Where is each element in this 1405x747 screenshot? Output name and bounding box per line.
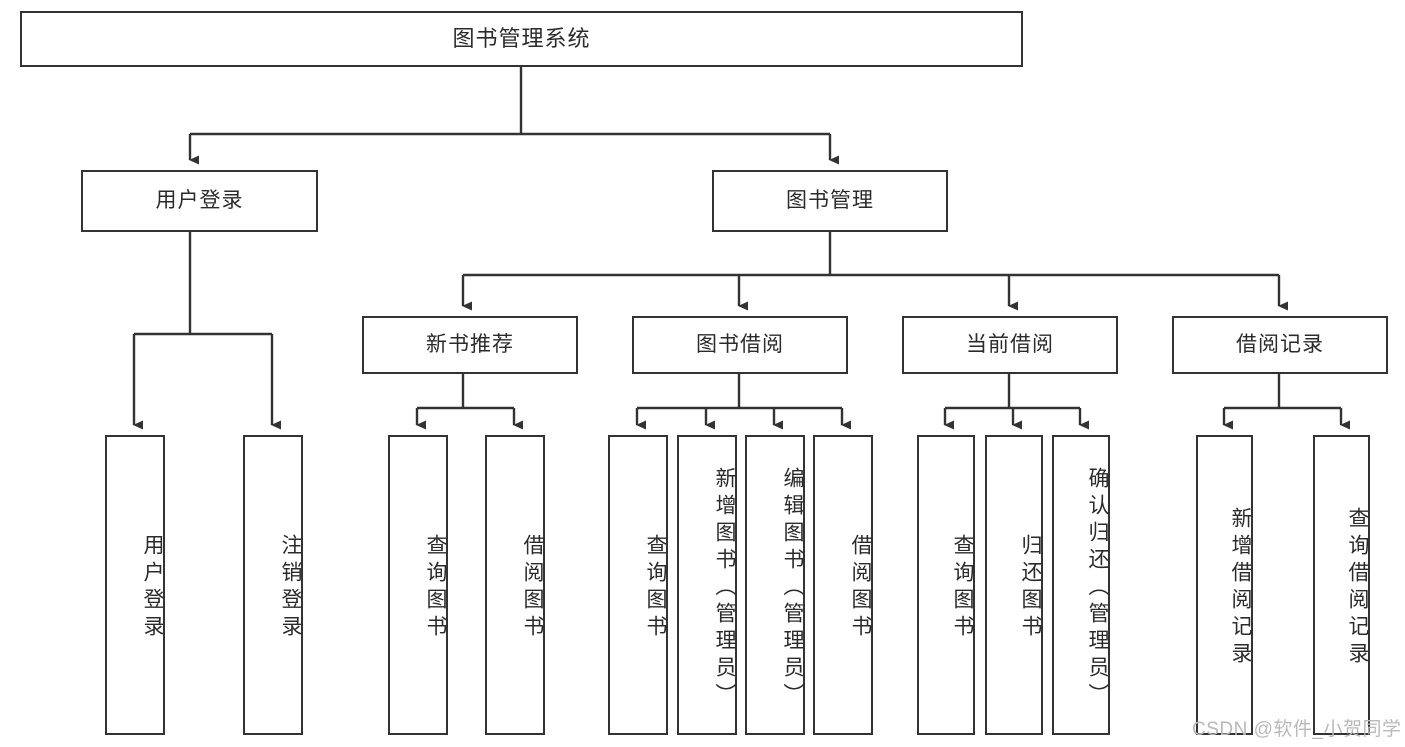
node-leaf-logout-login[interactable]: 注销登录 <box>243 435 303 735</box>
node-root-label: 图书管理系统 <box>452 25 591 51</box>
node-leaf-logout-login-label: 注销登录 <box>279 534 302 642</box>
node-leaf-add-book-label: 新增图书（管理员） <box>713 466 736 710</box>
node-current-borrow[interactable]: 当前借阅 <box>902 316 1118 374</box>
node-leaf-return-book[interactable]: 归还图书 <box>985 435 1043 735</box>
node-leaf-query-record-label: 查询借阅记录 <box>1346 507 1369 669</box>
node-book-manage-label: 图书管理 <box>786 189 874 213</box>
node-leaf-query-book-3[interactable]: 查询图书 <box>917 435 975 735</box>
node-leaf-borrow-book-1-label: 借阅图书 <box>521 534 544 642</box>
node-leaf-confirm-return[interactable]: 确认归还（管理员） <box>1052 435 1110 735</box>
node-book-borrow-label: 图书借阅 <box>696 333 784 357</box>
node-leaf-borrow-book-1[interactable]: 借阅图书 <box>485 435 545 735</box>
node-leaf-add-record-label: 新增借阅记录 <box>1229 507 1252 669</box>
node-book-borrow[interactable]: 图书借阅 <box>632 316 848 374</box>
node-root[interactable]: 图书管理系统 <box>20 11 1023 67</box>
node-leaf-user-login[interactable]: 用户登录 <box>105 435 165 735</box>
node-leaf-edit-book-label: 编辑图书（管理员） <box>781 466 804 710</box>
node-new-book-recommend-label: 新书推荐 <box>426 333 514 357</box>
node-leaf-add-record[interactable]: 新增借阅记录 <box>1196 435 1253 735</box>
node-current-borrow-label: 当前借阅 <box>966 333 1054 357</box>
node-borrow-record-label: 借阅记录 <box>1236 333 1324 357</box>
node-user-login[interactable]: 用户登录 <box>81 170 318 232</box>
node-new-book-recommend[interactable]: 新书推荐 <box>362 316 578 374</box>
node-leaf-query-book-2-label: 查询图书 <box>644 534 667 642</box>
node-leaf-query-record[interactable]: 查询借阅记录 <box>1313 435 1370 735</box>
node-leaf-query-book-1[interactable]: 查询图书 <box>388 435 448 735</box>
node-user-login-label: 用户登录 <box>155 189 244 213</box>
node-leaf-edit-book[interactable]: 编辑图书（管理员） <box>745 435 805 735</box>
watermark: CSDN @软件_小贺同学 <box>1192 719 1402 740</box>
node-leaf-query-book-2[interactable]: 查询图书 <box>608 435 668 735</box>
node-leaf-query-book-3-label: 查询图书 <box>951 534 974 642</box>
node-leaf-user-login-label: 用户登录 <box>141 534 164 642</box>
node-leaf-borrow-book-2-label: 借阅图书 <box>849 534 872 642</box>
node-book-manage[interactable]: 图书管理 <box>712 170 948 232</box>
node-leaf-confirm-return-label: 确认归还（管理员） <box>1086 466 1109 710</box>
node-leaf-borrow-book-2[interactable]: 借阅图书 <box>813 435 873 735</box>
node-leaf-add-book[interactable]: 新增图书（管理员） <box>677 435 737 735</box>
node-leaf-return-book-label: 归还图书 <box>1019 534 1042 642</box>
node-borrow-record[interactable]: 借阅记录 <box>1172 316 1388 374</box>
node-leaf-query-book-1-label: 查询图书 <box>424 534 447 642</box>
